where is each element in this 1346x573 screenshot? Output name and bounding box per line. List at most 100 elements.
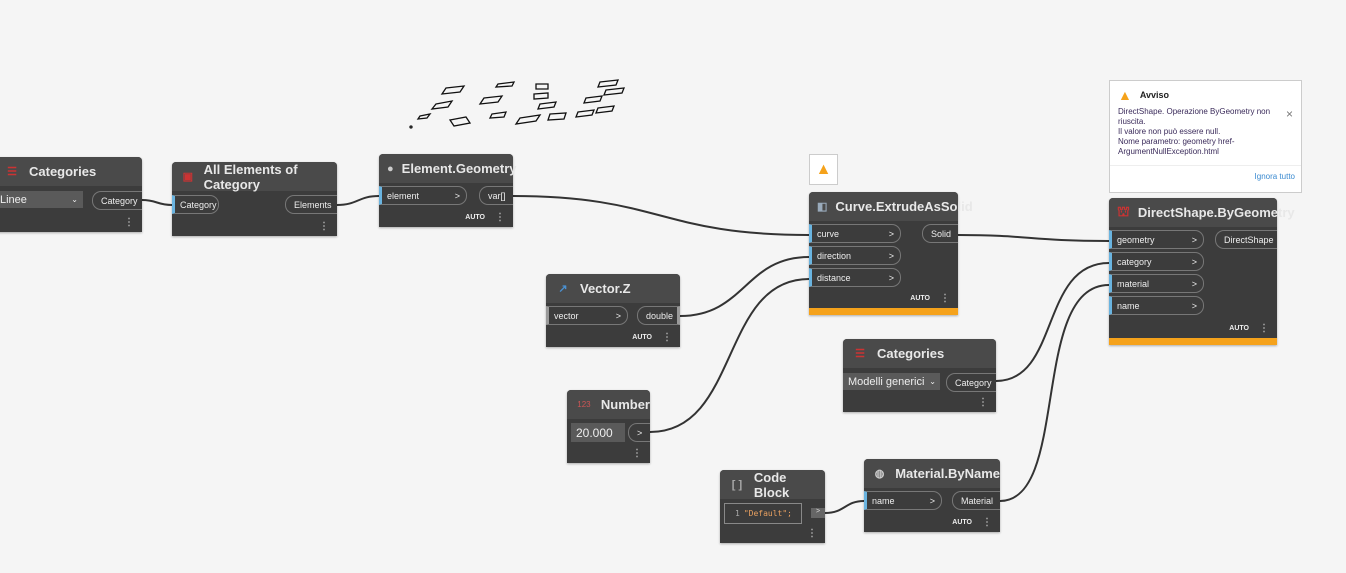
categories-node-2[interactable]: ☰ Categories Modelli generici ⌄ Category ⋮	[843, 339, 996, 412]
elements-icon: ▣	[182, 171, 193, 183]
port-label: var[]	[488, 190, 506, 201]
number-node[interactable]: 123 Number 20.000 > ⋮	[567, 390, 650, 463]
port-label: material	[1117, 278, 1150, 289]
node-header[interactable]: ◍Material.ByName	[864, 459, 1000, 488]
element-geometry-node[interactable]: ●Element.Geometry element> var[] AUTO ⋮	[379, 154, 517, 227]
chevron-down-icon: ⌄	[71, 195, 78, 204]
more-icon[interactable]: ⋮	[632, 448, 642, 459]
categories-icon: ☰	[7, 166, 17, 178]
node-header[interactable]: ↗ Vector.Z	[546, 274, 680, 303]
warning-bar	[1109, 338, 1277, 345]
lacing-label: AUTO	[910, 295, 930, 302]
warning-icon: ▲	[815, 160, 832, 178]
port-label: Elements	[294, 199, 332, 210]
dropdown-value: Linee	[0, 193, 27, 206]
wire	[957, 234, 1110, 242]
warning-marker[interactable]: ▲	[809, 154, 838, 185]
lacing-label: AUTO	[465, 214, 485, 221]
categories-icon: ☰	[855, 348, 865, 360]
number-icon: 123	[577, 400, 591, 409]
category-dropdown[interactable]: Modelli generici ⌄	[843, 373, 940, 390]
input-port-element[interactable]: element>	[379, 186, 467, 205]
node-header[interactable]: ⛫DirectShape.ByGeometry	[1109, 198, 1295, 227]
output-port-elements[interactable]: Elements	[285, 195, 337, 214]
port-label: Category	[101, 195, 138, 206]
code-editor[interactable]: 1"Default";	[724, 503, 802, 524]
material-node[interactable]: ◍Material.ByName name> Material AUTO⋮	[864, 459, 1000, 532]
warning-message: DirectShape. Operazione ByGeometry non r…	[1110, 103, 1301, 157]
chevron-down-icon: ⌄	[929, 377, 936, 386]
number-value: 20.000	[576, 425, 613, 440]
node-title: Number	[600, 397, 650, 412]
more-icon[interactable]: ⋮	[495, 212, 505, 223]
wire	[141, 199, 173, 206]
output-port-material[interactable]: Material	[952, 491, 1000, 510]
all-elements-node[interactable]: ▣ All Elements of Category Category Eleme…	[172, 162, 337, 236]
dismiss-all-link[interactable]: Ignora tutto	[1254, 172, 1295, 181]
input-port-distance[interactable]: distance>	[809, 268, 901, 287]
output-port-number[interactable]: >	[628, 423, 650, 442]
node-header[interactable]: 123 Number	[567, 390, 650, 419]
more-icon[interactable]: ⋮	[662, 332, 672, 343]
input-port-category[interactable]: category>	[1109, 252, 1204, 271]
more-icon[interactable]: ⋮	[940, 293, 950, 304]
output-port-solid[interactable]: Solid	[922, 224, 958, 243]
node-title: Code Block	[753, 469, 790, 500]
line-number: 1	[735, 509, 740, 518]
node-title: All Elements of Category	[203, 161, 298, 192]
output-port-code[interactable]: >	[811, 508, 825, 518]
port-label: Category	[955, 377, 992, 388]
node-title: Categories	[877, 346, 945, 361]
vector-z-node[interactable]: ↗ Vector.Z vector> double AUTO ⋮	[546, 274, 680, 347]
wire	[512, 195, 810, 236]
geometry-preview	[409, 79, 626, 129]
more-icon[interactable]: ⋮	[124, 217, 134, 228]
input-port-geometry[interactable]: geometry>	[1109, 230, 1204, 249]
code-block-icon: [ ]	[731, 478, 743, 491]
dropdown-value: Modelli generici	[848, 375, 925, 388]
node-header[interactable]: [ ] Code Block	[720, 469, 825, 500]
node-header[interactable]: ▣ All Elements of Category	[172, 161, 337, 192]
vector-icon: ↗	[558, 283, 568, 295]
node-header[interactable]: ☰Categories	[0, 157, 142, 186]
close-icon[interactable]: ×	[1285, 107, 1293, 121]
node-title: Curve.ExtrudeAsSolid	[835, 199, 973, 214]
output-port-directshape[interactable]: DirectShape	[1215, 230, 1277, 249]
output-port-category[interactable]: Category	[946, 373, 996, 392]
categories-node[interactable]: ☰Categories Linee ⌄ Category ⋮	[0, 157, 142, 232]
input-port-direction[interactable]: direction>	[809, 246, 901, 265]
node-header[interactable]: ◧Curve.ExtrudeAsSolid	[809, 192, 973, 221]
port-label: name	[1117, 300, 1140, 311]
node-header[interactable]: ●Element.Geometry	[379, 154, 517, 183]
port-label: geometry	[1117, 234, 1155, 245]
warning-bar	[809, 308, 958, 315]
lacing-label: AUTO	[632, 334, 652, 341]
input-port-material[interactable]: material>	[1109, 274, 1204, 293]
output-port-category[interactable]: Category	[92, 191, 142, 210]
warning-line: Il valore non può essere null.	[1118, 127, 1221, 136]
node-header[interactable]: ☰ Categories	[843, 339, 996, 368]
node-title: Vector.Z	[580, 281, 631, 296]
input-port-name[interactable]: name>	[1109, 296, 1204, 315]
number-input[interactable]: 20.000	[571, 423, 625, 442]
input-port-name[interactable]: name>	[864, 491, 942, 510]
more-icon[interactable]: ⋮	[807, 528, 817, 539]
extrude-node[interactable]: ◧Curve.ExtrudeAsSolid curve> Solid direc…	[809, 192, 973, 315]
directshape-node[interactable]: ⛫DirectShape.ByGeometry geometry> Direct…	[1109, 198, 1295, 345]
port-label: >	[637, 427, 643, 438]
more-icon[interactable]: ⋮	[978, 397, 988, 408]
port-label: Category	[180, 199, 217, 210]
warning-line: DirectShape. Operazione ByGeometry non r…	[1118, 107, 1271, 126]
more-icon[interactable]: ⋮	[319, 221, 329, 232]
input-port-curve[interactable]: curve>	[809, 224, 901, 243]
input-port-category[interactable]: Category	[172, 195, 219, 214]
more-icon[interactable]: ⋮	[1259, 323, 1269, 334]
wire	[336, 195, 380, 206]
category-dropdown[interactable]: Linee ⌄	[0, 191, 83, 208]
output-port-var[interactable]: var[]	[479, 186, 513, 205]
output-port-double[interactable]: double	[637, 306, 680, 325]
more-icon[interactable]: ⋮	[982, 517, 992, 528]
input-port-vector[interactable]: vector>	[546, 306, 628, 325]
port-label: element	[387, 190, 420, 201]
code-block-node[interactable]: [ ] Code Block 1"Default"; > ⋮	[720, 470, 825, 543]
